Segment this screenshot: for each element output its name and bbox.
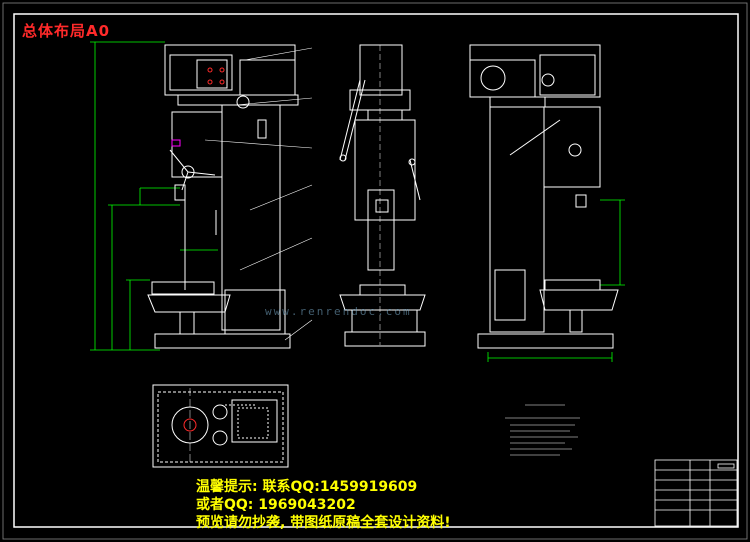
drawing-title: 总体布局A0 [22, 22, 111, 40]
notice-line-1: 温馨提示: 联系QQ:1459919609 [196, 479, 418, 495]
technical-notes [505, 404, 580, 456]
drawing-frame [13, 13, 739, 528]
notice-line-2: 或者QQ: 1969043202 [196, 497, 356, 513]
watermark: www.renrendoc.com [265, 305, 412, 318]
side-view [339, 44, 426, 347]
notice-line-3: 预览请勿抄袭, 带图纸原稿全套设计资料! [196, 515, 451, 531]
front-view [90, 41, 313, 351]
title-block [654, 459, 738, 527]
rear-view [469, 44, 625, 362]
plan-view [152, 384, 289, 468]
